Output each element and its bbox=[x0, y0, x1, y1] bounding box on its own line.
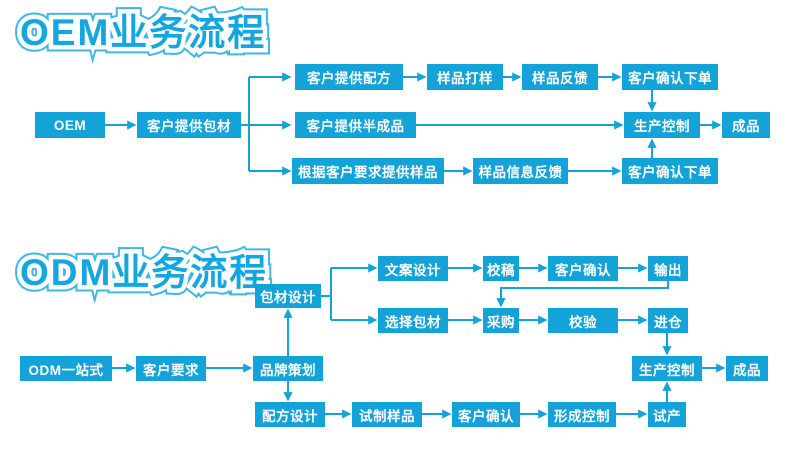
oem-title-text: OEM业务流程 bbox=[20, 12, 267, 53]
flow-node-odm-one-stop: ODM一站式 bbox=[20, 356, 112, 381]
flow-node-brand-planning: 品牌策划 bbox=[253, 356, 323, 381]
flow-node-sample-info-feedback: 样品信息反馈 bbox=[473, 158, 568, 184]
flow-node-production-control-oem: 生产控制 bbox=[624, 112, 700, 138]
flow-node-select-packaging: 选择包材 bbox=[378, 308, 448, 333]
flow-node-packaging-design: 包材设计 bbox=[255, 284, 321, 308]
flow-node-confirm-order-bottom: 客户确认下单 bbox=[622, 158, 718, 184]
odm-title-text: ODM业务流程 bbox=[20, 252, 269, 293]
flow-node-copy-design: 文案设计 bbox=[378, 256, 448, 281]
flow-node-trial-samples: 试制样品 bbox=[352, 402, 422, 427]
flow-node-customer-formula: 客户提供配方 bbox=[295, 64, 403, 90]
flow-node-customer-confirm-sample: 客户确认 bbox=[452, 402, 520, 427]
odm-title-white-stroke: ODM业务流程 bbox=[15, 248, 270, 298]
flow-node-customer-requirements: 客户要求 bbox=[136, 356, 206, 381]
flow-node-verification: 校验 bbox=[548, 308, 618, 333]
flow-node-output: 输出 bbox=[648, 256, 688, 281]
oem-title-white-stroke: OEM业务流程 bbox=[15, 8, 268, 58]
flow-node-customer-packaging: 客户提供包材 bbox=[137, 112, 241, 138]
oem-title-outline: OEM业务流程 bbox=[13, 6, 270, 60]
flow-node-sample-proofing: 样品打样 bbox=[427, 64, 503, 90]
flow-node-purchase: 采购 bbox=[483, 308, 519, 333]
flow-node-oem: OEM bbox=[35, 112, 105, 138]
flow-node-customer-semi-finished: 客户提供半成品 bbox=[295, 112, 416, 138]
flow-node-proofreading: 校稿 bbox=[483, 256, 519, 281]
flow-node-production-control-odm: 生产控制 bbox=[632, 356, 702, 381]
flow-node-finished-odm: 成品 bbox=[726, 356, 768, 381]
flow-node-trial-production: 试产 bbox=[648, 402, 686, 427]
flow-node-finished-oem: 成品 bbox=[722, 112, 770, 138]
odm-title-outline: ODM业务流程 bbox=[13, 246, 272, 300]
flow-node-customer-confirm-copy: 客户确认 bbox=[548, 256, 618, 281]
flow-node-sample-feedback: 样品反馈 bbox=[522, 64, 598, 90]
flow-node-confirm-order-top: 客户确认下单 bbox=[622, 64, 718, 90]
flow-node-warehousing: 进仓 bbox=[648, 308, 688, 333]
flow-node-formula-design: 配方设计 bbox=[255, 402, 325, 427]
flow-node-formation-control: 形成控制 bbox=[548, 402, 616, 427]
flow-node-samples-per-request: 根据客户要求提供样品 bbox=[292, 158, 444, 184]
connector-output-to-purchase bbox=[496, 281, 669, 308]
